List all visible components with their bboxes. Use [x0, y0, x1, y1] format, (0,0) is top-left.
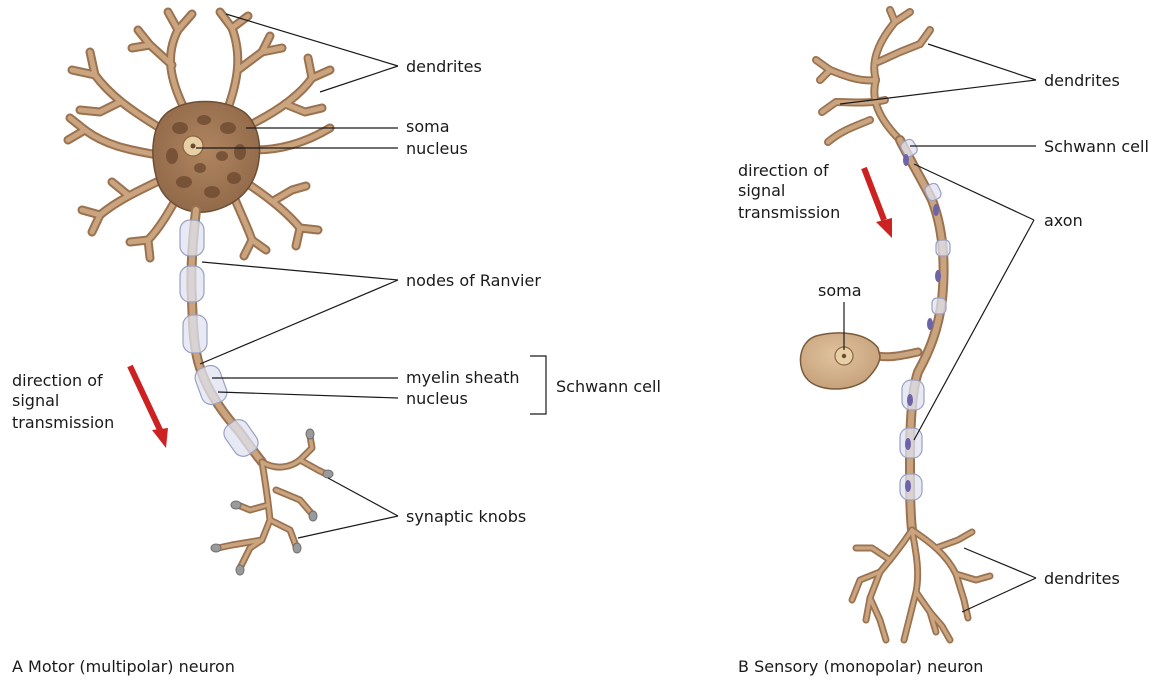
- label-dendrites-a: dendrites: [406, 57, 482, 76]
- direction-label-b: direction of signal transmission: [738, 161, 840, 222]
- label-dendrites-top-b: dendrites: [1044, 71, 1120, 90]
- svg-text:signal: signal: [12, 391, 59, 410]
- sensory-top-dendrites: [816, 10, 930, 142]
- label-nucleus-a: nucleus: [406, 139, 468, 158]
- label-axon: axon: [1044, 211, 1083, 230]
- caption-a: A Motor (multipolar) neuron: [12, 657, 235, 676]
- panel-a-motor-neuron: direction of signal transmission dendrit…: [12, 12, 661, 676]
- myelin-sheaths: [180, 220, 262, 460]
- label-nodes-of-ranvier: nodes of Ranvier: [406, 271, 541, 290]
- label-myelin-sheath: myelin sheath: [406, 368, 520, 387]
- axon-terminals: [211, 429, 333, 575]
- synaptic-knobs: [211, 429, 333, 575]
- label-dendrites-bottom-b: dendrites: [1044, 569, 1120, 588]
- svg-text:transmission: transmission: [738, 203, 840, 222]
- label-soma-a: soma: [406, 117, 450, 136]
- sensory-bottom-dendrites: [852, 530, 990, 640]
- panel-b-sensory-neuron: direction of signal transmission dendrit…: [738, 10, 1149, 676]
- label-synaptic-knobs: synaptic knobs: [406, 507, 526, 526]
- label-soma-b: soma: [818, 281, 862, 300]
- svg-text:direction of: direction of: [738, 161, 829, 180]
- caption-b: B Sensory (monopolar) neuron: [738, 657, 983, 676]
- direction-arrow-b: [864, 168, 892, 238]
- direction-arrow-a: [130, 366, 168, 448]
- svg-text:signal: signal: [738, 181, 785, 200]
- label-sheath-nucleus: nucleus: [406, 389, 468, 408]
- svg-text:transmission: transmission: [12, 413, 114, 432]
- label-schwann-cell-a: Schwann cell: [556, 377, 661, 396]
- label-schwann-cell-b: Schwann cell: [1044, 137, 1149, 156]
- direction-label-a: direction of signal transmission: [12, 371, 114, 432]
- svg-text:direction of: direction of: [12, 371, 103, 390]
